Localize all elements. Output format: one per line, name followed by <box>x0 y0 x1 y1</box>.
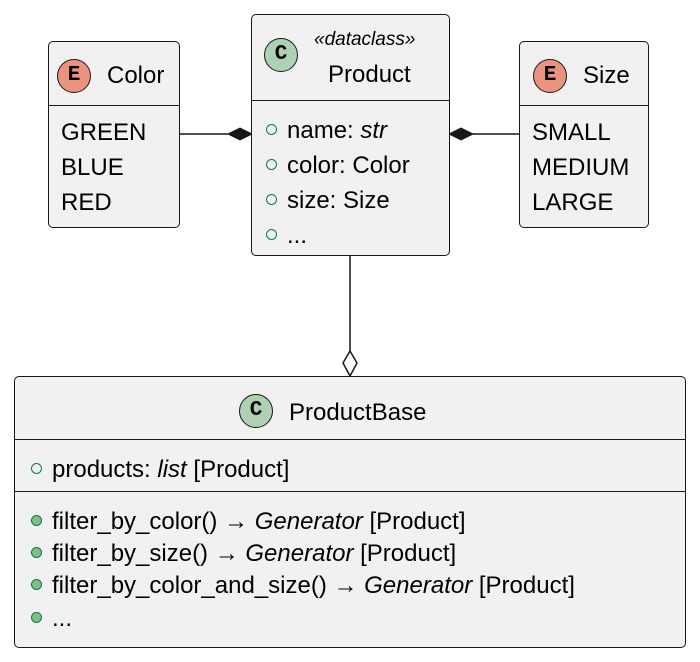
divider <box>15 439 685 440</box>
field-visibility-icon <box>266 229 277 241</box>
size-composition-diamond <box>447 127 475 141</box>
product-class[interactable]: C «dataclass» Product name: str color: C… <box>251 14 450 256</box>
color-composition-diamond <box>226 127 254 141</box>
aggregation-diamond <box>342 349 358 378</box>
enum-literal: SMALL <box>532 119 611 146</box>
method-row: ... <box>31 605 72 633</box>
method-row: filter_by_color_and_size() → Generator [… <box>31 572 575 600</box>
enum-badge-icon: E <box>57 59 91 93</box>
enum-literal: LARGE <box>532 189 614 216</box>
class-badge-icon: C <box>264 38 298 72</box>
field-row: size: Size <box>266 187 390 215</box>
divider <box>15 491 685 492</box>
method-row: filter_by_color() → Generator [Product] <box>31 508 466 536</box>
method-visibility-icon <box>31 515 42 527</box>
color-enum-name: Color <box>107 62 165 89</box>
enum-literal: MEDIUM <box>532 154 630 181</box>
field-row: color: Color <box>266 152 410 180</box>
field-visibility-icon <box>266 124 277 136</box>
enum-literal: RED <box>61 189 112 216</box>
method-visibility-icon <box>31 547 42 559</box>
field-visibility-icon <box>266 159 277 171</box>
divider <box>49 105 179 106</box>
size-enum-name: Size <box>583 62 630 89</box>
field-visibility-icon <box>266 194 277 206</box>
class-badge-icon: C <box>239 394 273 428</box>
field-row: products: list [Product] <box>31 456 289 484</box>
enum-badge-icon: E <box>533 59 567 93</box>
size-enum[interactable]: E Size SMALL MEDIUM LARGE <box>519 41 649 228</box>
method-visibility-icon <box>31 579 42 591</box>
method-visibility-icon <box>31 612 42 624</box>
field-row: ... <box>266 222 307 250</box>
method-row: filter_by_size() → Generator [Product] <box>31 540 456 568</box>
divider <box>252 100 449 101</box>
stereotype-label: «dataclass» <box>314 29 416 50</box>
field-visibility-icon <box>31 463 42 475</box>
field-row: name: str <box>266 117 387 145</box>
productbase-class-name: ProductBase <box>289 399 427 426</box>
divider <box>520 105 648 106</box>
enum-literal: BLUE <box>61 154 124 181</box>
enum-literal: GREEN <box>61 119 147 146</box>
productbase-class[interactable]: C ProductBase products: list [Product] f… <box>14 376 686 648</box>
color-enum[interactable]: E Color GREEN BLUE RED <box>48 41 180 228</box>
product-class-name: Product <box>328 61 411 88</box>
